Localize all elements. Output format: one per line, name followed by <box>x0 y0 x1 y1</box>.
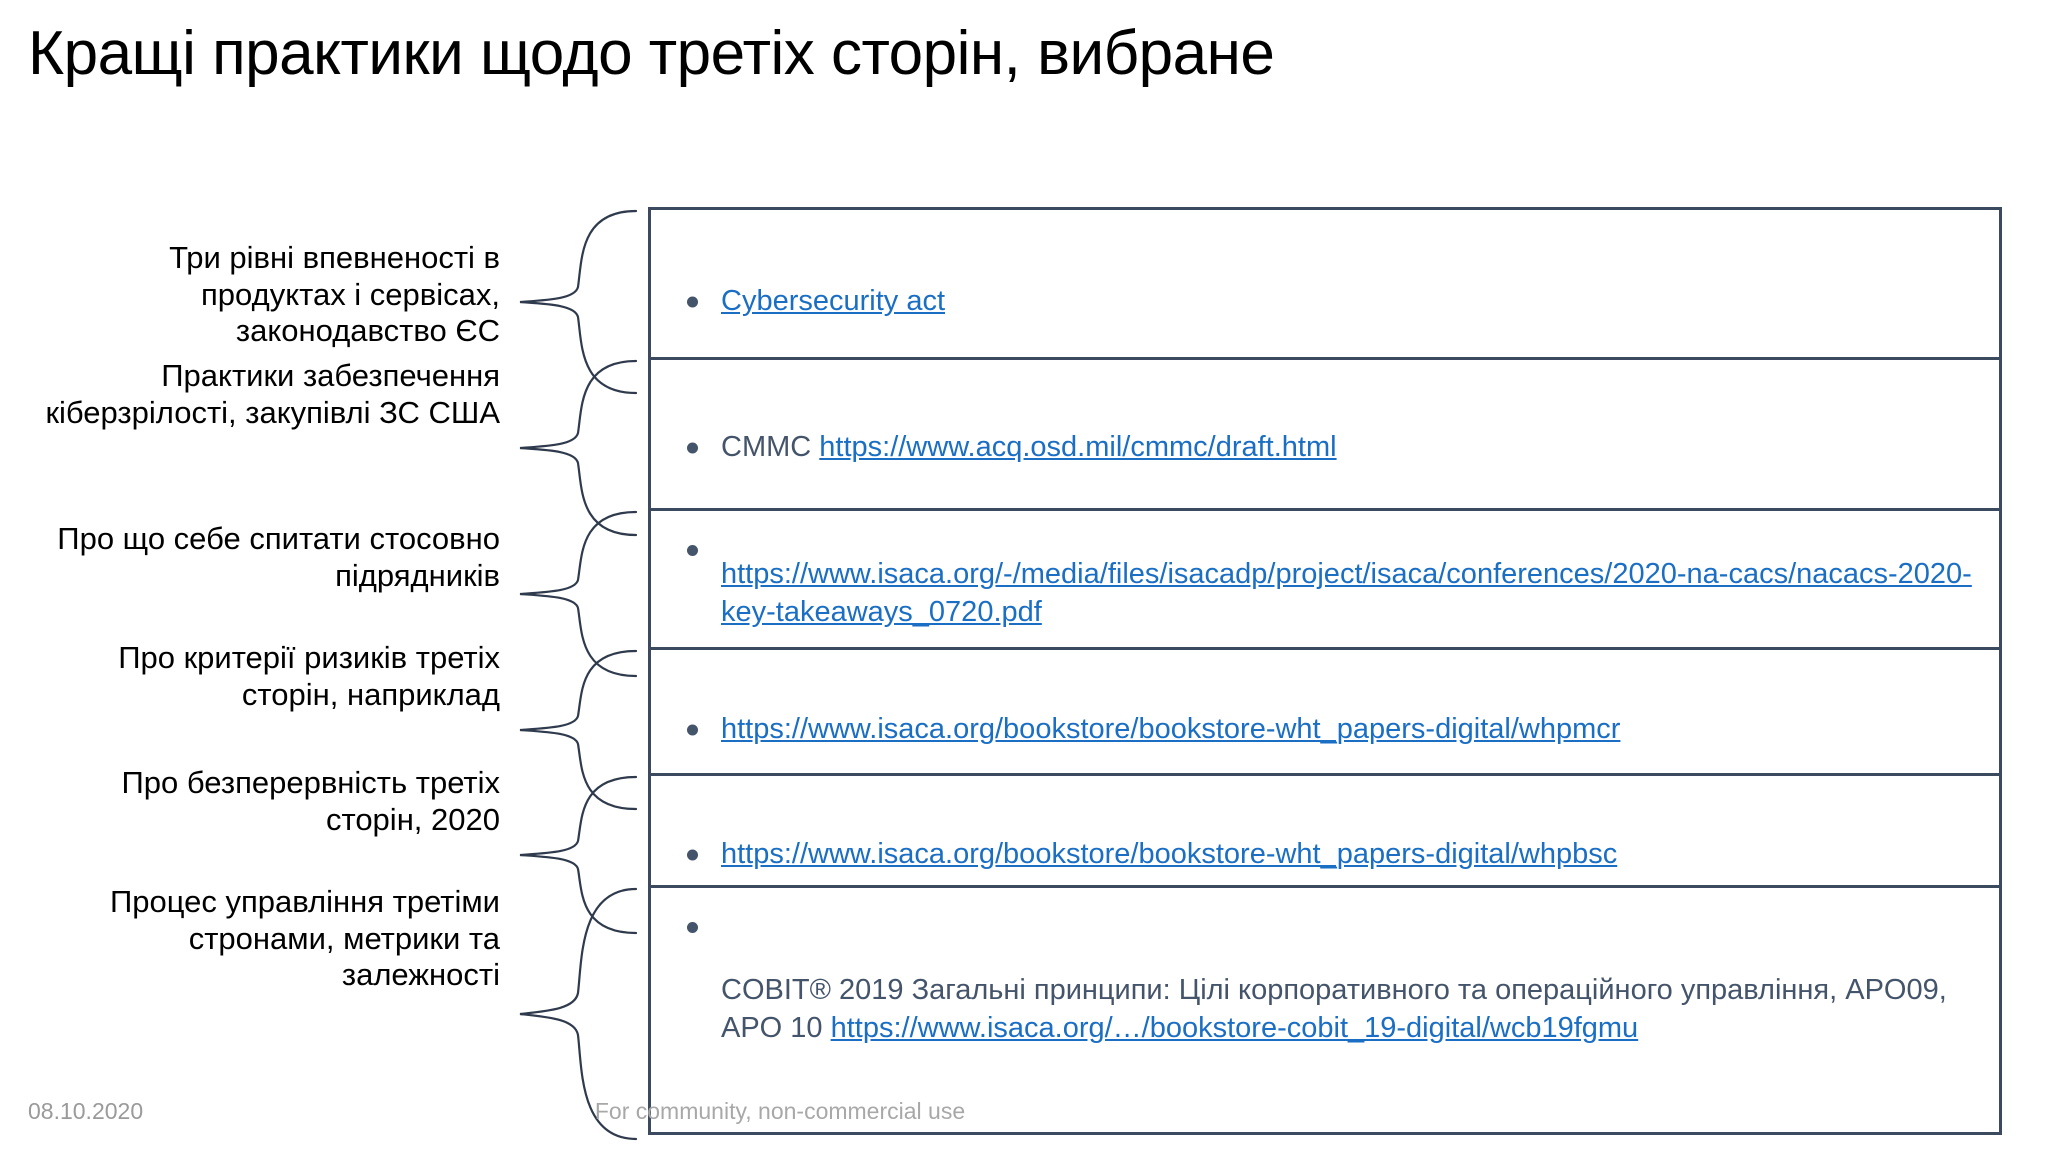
row-caption: Про безперервність третіх сторін, 2020 <box>121 765 500 837</box>
brace-connector <box>518 207 638 397</box>
bullet-icon <box>687 849 698 861</box>
diagram-row: Про що себе спитати стосовно підрядників… <box>0 508 2048 680</box>
box-text-line: CMMC https://www.acq.osd.mil/cmmc/draft.… <box>721 429 1977 467</box>
external-link[interactable]: https://www.acq.osd.mil/cmmc/draft.html <box>819 431 1337 464</box>
brace-connector <box>518 357 638 539</box>
external-link[interactable]: https://www.isaca.org/bookstore/bookstor… <box>721 838 1618 871</box>
row-caption: Процес управління третіми стронами, метр… <box>109 884 500 993</box>
bullet-icon <box>687 442 698 454</box>
row-caption: Про що себе спитати стосовно підрядників <box>57 521 500 593</box>
diagram-row: Процес управління третіми стронами, метр… <box>0 884 2048 1141</box>
external-link[interactable]: https://www.isaca.org/bookstore/bookstor… <box>721 713 1621 746</box>
brace-connector <box>518 773 638 937</box>
row-caption: Три рівні впевненості в продуктах і серв… <box>169 240 500 349</box>
bullet-icon <box>687 296 698 308</box>
content-box: COBIT® 2019 Загальні принципи: Цілі корп… <box>648 885 2002 1135</box>
box-text-line: https://www.isaca.org/-/media/files/isac… <box>721 556 1977 631</box>
box-text-line: https://www.isaca.org/bookstore/bookstor… <box>721 711 1977 749</box>
text-prefix: COBIT® 2019 Загальні принципи: Цілі корп… <box>721 974 1947 1044</box>
diagram-row: Три рівні впевненості в продуктах і серв… <box>0 207 2048 397</box>
external-link[interactable]: Cybersecurity act <box>721 285 946 318</box>
brace-connector <box>518 508 638 680</box>
page-title: Кращі практики щодо третіх сторін, вибра… <box>28 19 1275 88</box>
row-caption: Про критерії ризиків третіх сторін, напр… <box>118 640 500 712</box>
footer-date: 08.10.2020 <box>28 1098 144 1124</box>
diagram-row: Практики забезпечення кіберзрілості, зак… <box>0 357 2048 539</box>
bullet-icon <box>687 922 698 933</box>
brace-connector <box>518 885 638 1145</box>
best-practices-diagram: Три рівні впевненості в продуктах і серв… <box>0 207 2048 1141</box>
bullet-icon <box>687 724 698 736</box>
text-prefix: CMMC <box>721 431 820 464</box>
box-text-line: COBIT® 2019 Загальні принципи: Цілі корп… <box>721 972 1977 1047</box>
bullet-icon <box>687 545 698 556</box>
footer-note: For community, non-commercial use <box>594 1098 966 1124</box>
box-text-line: https://www.isaca.org/bookstore/bookstor… <box>721 836 1977 874</box>
external-link[interactable]: https://www.isaca.org/…/bookstore-cobit_… <box>830 1012 1639 1044</box>
external-link[interactable]: https://www.isaca.org/-/media/files/isac… <box>721 558 1972 628</box>
row-caption: Практики забезпечення кіберзрілості, зак… <box>45 358 500 430</box>
box-text-line: Cybersecurity act <box>721 283 1977 321</box>
brace-connector <box>518 647 638 813</box>
